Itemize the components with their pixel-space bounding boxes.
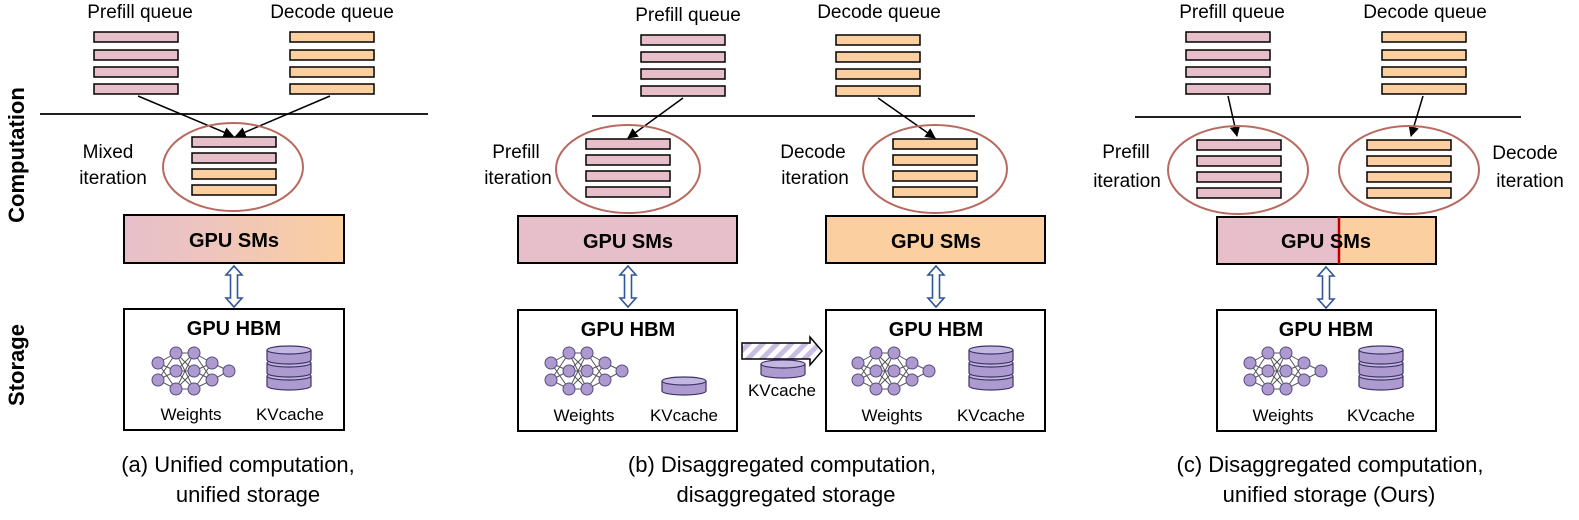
weights-label: Weights xyxy=(861,406,922,425)
transfer-kvcache-label: KVcache xyxy=(748,381,816,400)
decode-gpu-hbm-label: GPU HBM xyxy=(889,319,983,341)
caption-a-line2: unified storage xyxy=(176,482,320,507)
gpu-sms-decode-partition xyxy=(1339,217,1436,264)
kvcache-label: KVcache xyxy=(1347,406,1415,425)
mixed-iteration-label-line1: Mixed xyxy=(83,142,134,163)
prefill-to-batch-arrow xyxy=(137,95,234,138)
decode-to-batch-arrow xyxy=(877,97,936,139)
sms-hbm-double-arrow xyxy=(224,264,244,309)
storage-side-label: Storage xyxy=(4,324,29,406)
kvcache-label: KVcache xyxy=(957,406,1025,425)
weights-label: Weights xyxy=(1252,406,1313,425)
decode-iteration-label-line1: Decode xyxy=(780,142,846,163)
panel-b: Prefill queue Decode queue xyxy=(484,2,1046,507)
gpu-sms-label: GPU SMs xyxy=(1281,231,1371,253)
decode-batch-stack xyxy=(1366,139,1452,199)
weights-neural-network-icon xyxy=(544,346,629,396)
caption-a-line1: (a) Unified computation, xyxy=(121,452,355,477)
caption-c-line2: unified storage (Ours) xyxy=(1223,482,1436,507)
decode-queue-stack xyxy=(1381,31,1467,95)
decode-to-batch-arrow xyxy=(1408,95,1424,138)
prefill-batch-ellipse xyxy=(555,124,701,214)
mixed-iteration-label-line2: iteration xyxy=(79,168,147,189)
prefill-to-batch-arrow xyxy=(1227,95,1241,138)
kvcache-database-icon xyxy=(661,376,707,396)
kvcache-database-icon xyxy=(1358,345,1404,391)
decode-batch-ellipse xyxy=(862,124,1008,214)
prefill-batch-ellipse xyxy=(1167,125,1309,215)
prefill-iteration-label-line1: Prefill xyxy=(1102,142,1150,163)
transfer-kvcache-icon xyxy=(760,359,806,379)
prefill-queue-stack xyxy=(640,34,726,97)
prefill-queue-label: Prefill queue xyxy=(635,5,741,26)
decode-to-batch-arrow xyxy=(235,95,331,138)
prefill-queue-label: Prefill queue xyxy=(1179,2,1285,23)
decode-iteration-label-line1: Decode xyxy=(1492,143,1558,164)
weights-neural-network-icon xyxy=(1243,346,1328,396)
prefill-gpu-hbm-label: GPU HBM xyxy=(581,319,675,341)
kvcache-transfer-arrow xyxy=(741,334,823,368)
caption-b-line1: (b) Disaggregated computation, xyxy=(628,452,936,477)
prefill-batch-stack xyxy=(585,138,671,198)
decode-queue-label: Decode queue xyxy=(817,2,941,23)
decode-queue-label: Decode queue xyxy=(1363,2,1487,23)
weights-neural-network-icon xyxy=(151,346,236,396)
gpu-sms-prefill-partition xyxy=(1217,217,1339,264)
prefill-queue-label: Prefill queue xyxy=(87,2,193,23)
prefill-iteration-label-line1: Prefill xyxy=(492,142,540,163)
decode-gpu-sms-label: GPU SMs xyxy=(891,231,981,253)
decode-queue-stack xyxy=(835,34,921,97)
prefill-queue-stack xyxy=(1185,31,1271,95)
prefill-gpu-sms-box xyxy=(517,215,738,264)
gpu-sms-box xyxy=(123,214,345,264)
prefill-iteration-label-line2: iteration xyxy=(484,168,552,189)
gpu-hbm-label: GPU HBM xyxy=(187,318,281,340)
decode-queue-stack xyxy=(289,31,375,95)
kvcache-database-icon xyxy=(266,345,312,391)
gpu-sms-box xyxy=(1216,216,1437,265)
kvcache-database-icon xyxy=(968,345,1014,391)
decode-batch-stack xyxy=(892,138,978,198)
gpu-sms-label: GPU SMs xyxy=(189,230,279,252)
decode-iteration-label-line2: iteration xyxy=(1496,171,1564,192)
kvcache-label: KVcache xyxy=(650,406,718,425)
decode-iteration-label-line2: iteration xyxy=(781,168,849,189)
decode-gpu-sms-box xyxy=(825,215,1046,264)
prefill-gpu-sms-label: GPU SMs xyxy=(583,231,673,253)
mixed-batch-stack xyxy=(191,136,277,196)
computation-side-label: Computation xyxy=(4,87,29,223)
caption-c-line1: (c) Disaggregated computation, xyxy=(1177,452,1484,477)
prefill-iteration-label-line2: iteration xyxy=(1093,171,1161,192)
decode-sms-hbm-double-arrow xyxy=(926,264,946,309)
decode-batch-ellipse xyxy=(1338,125,1480,215)
caption-b-line2: disaggregated storage xyxy=(677,482,896,507)
decode-queue-label: Decode queue xyxy=(270,2,394,23)
weights-label: Weights xyxy=(553,406,614,425)
panel-c: Prefill queue Decode queue xyxy=(1093,2,1564,507)
gpu-hbm-label: GPU HBM xyxy=(1279,319,1373,341)
weights-neural-network-icon xyxy=(851,346,936,396)
prefill-queue-stack xyxy=(93,31,179,95)
prefill-batch-stack xyxy=(1196,139,1282,199)
weights-label: Weights xyxy=(160,405,221,424)
panel-a: Prefill queue Decode queue Mixed iterati… xyxy=(40,2,428,507)
prefill-to-batch-arrow xyxy=(627,97,684,139)
sms-hbm-double-arrow xyxy=(1316,265,1336,310)
kvcache-label: KVcache xyxy=(256,405,324,424)
prefill-sms-hbm-double-arrow xyxy=(618,264,638,309)
mixed-batch-ellipse xyxy=(162,122,304,212)
